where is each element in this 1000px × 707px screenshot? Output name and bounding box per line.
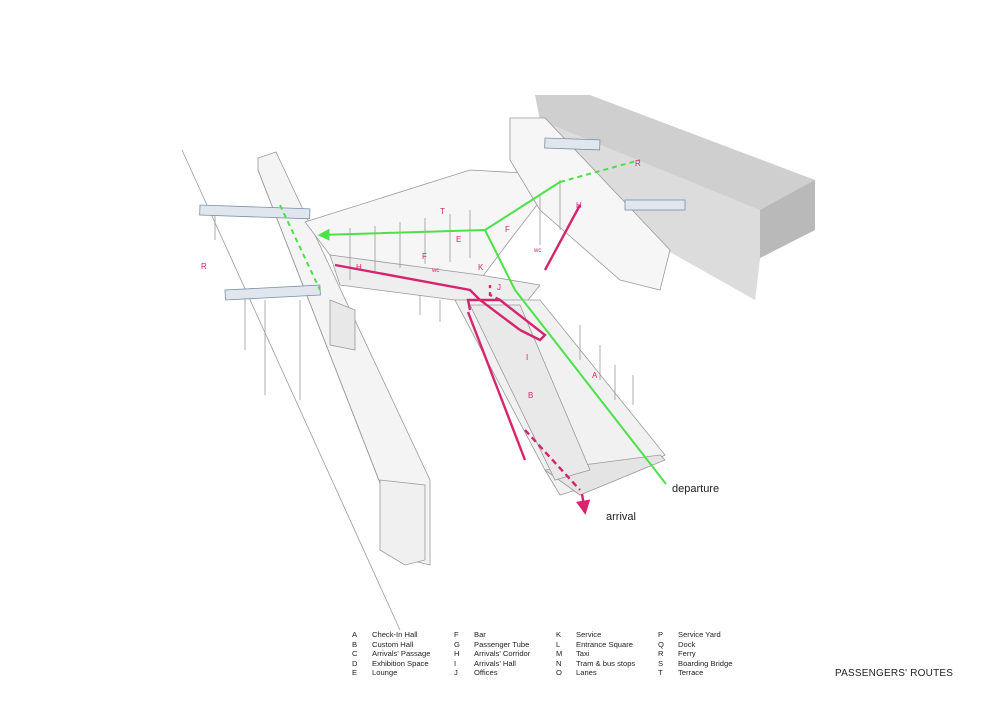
legend-letter: Q [658, 639, 664, 649]
label-t: T [440, 207, 445, 216]
legend-item: I Arrivals' Hall [454, 659, 556, 669]
legend-name: Offices [474, 668, 498, 678]
legend-letter: D [352, 658, 358, 668]
legend-item: K Service [556, 630, 658, 640]
legend-name: Dock [678, 639, 696, 649]
legend-name: Service [576, 630, 602, 639]
legend-item: M Taxi [556, 649, 658, 659]
legend-name: Service Yard [678, 630, 721, 639]
legend-item: G Passenger Tube [454, 640, 556, 650]
legend-name: Exhibition Space [372, 658, 429, 668]
legend-item: S Boarding Bridge [658, 659, 768, 669]
legend-item: E Lounge [352, 668, 454, 678]
label-k: K [478, 263, 484, 272]
legend-name: Check-In Hall [372, 630, 418, 639]
legend-letter: O [556, 668, 562, 678]
legend-letter: R [658, 649, 664, 659]
sheet-title: PASSENGERS' ROUTES [835, 668, 954, 679]
legend-letter: M [556, 649, 563, 659]
legend-letter: E [352, 668, 358, 678]
label-r1: R [201, 262, 207, 271]
legend-item: B Custom Hall [352, 640, 454, 650]
legend-name: Custom Hall [372, 639, 414, 649]
left-pier-structure [181, 149, 431, 631]
label-h1: H [356, 263, 362, 272]
legend-letter: B [352, 639, 358, 649]
arrival-label: arrival [606, 511, 636, 523]
legend-letter: C [352, 649, 358, 659]
legend-item: L Entrance Square [556, 640, 658, 650]
legend-name: Arrivals' Hall [474, 658, 516, 668]
label-f1: F [422, 252, 427, 261]
legend-item: N Tram & bus stops [556, 659, 658, 669]
departure-label: departure [672, 483, 719, 495]
label-f2: F [505, 225, 510, 234]
legend-name: Lounge [372, 668, 398, 678]
label-r2: R [635, 159, 641, 168]
legend-item: H Arrivals' Corridor [454, 649, 556, 659]
legend-item: P Service Yard [658, 630, 768, 640]
legend-letter: P [658, 630, 664, 639]
legend-name: Lanes [576, 668, 597, 678]
legend-item: Q Dock [658, 640, 768, 650]
legend-letter: K [556, 630, 562, 639]
legend-item: J Offices [454, 668, 556, 678]
label-wc2: wc [533, 248, 541, 254]
arrival-route [334, 204, 591, 515]
legend-name: Arrivals' Corridor [474, 649, 531, 659]
legend-item: F Bar [454, 630, 556, 640]
legend-name: Boarding Bridge [678, 658, 733, 668]
legend-letter: T [658, 668, 663, 678]
departure-route [279, 159, 667, 485]
label-b: B [528, 391, 533, 400]
legend-name: Passenger Tube [474, 639, 530, 649]
legend-name: Tram & bus stops [576, 658, 636, 668]
label-wc1: wc [431, 268, 439, 274]
legend-item: R Ferry [658, 649, 768, 659]
legend-letter: A [352, 630, 358, 639]
legend-name: Arrivals' Passage [372, 649, 431, 659]
legend-item: D Exhibition Space [352, 659, 454, 669]
legend-name: Entrance Square [576, 639, 633, 649]
legend-letter: F [454, 630, 459, 639]
label-e: E [456, 235, 461, 244]
legend-item: C Arrivals' Passage [352, 649, 454, 659]
legend-letter: L [556, 639, 561, 649]
label-i: I [526, 353, 528, 362]
label-j: J [497, 283, 501, 292]
legend-item: T Terrace [658, 668, 768, 678]
legend-item: A Check-In Hall [352, 630, 454, 640]
legend-name: Ferry [678, 649, 696, 659]
legend-name: Bar [474, 630, 486, 639]
legend-letter: J [454, 668, 458, 678]
legend-letter: S [658, 658, 664, 668]
legend-letter: H [454, 649, 460, 659]
legend-name: Terrace [678, 668, 704, 678]
posts [349, 180, 634, 405]
legend-name: Taxi [576, 649, 590, 659]
legend-item: O Lanes [556, 668, 658, 678]
legend-letter: G [454, 639, 460, 649]
label-h2: H [576, 201, 582, 210]
legend-letter: N [556, 658, 562, 668]
legend-letter: I [454, 658, 457, 668]
label-a: A [592, 371, 598, 380]
plan-labels: A B E F F H H I J K T R R wc wc [201, 159, 641, 400]
